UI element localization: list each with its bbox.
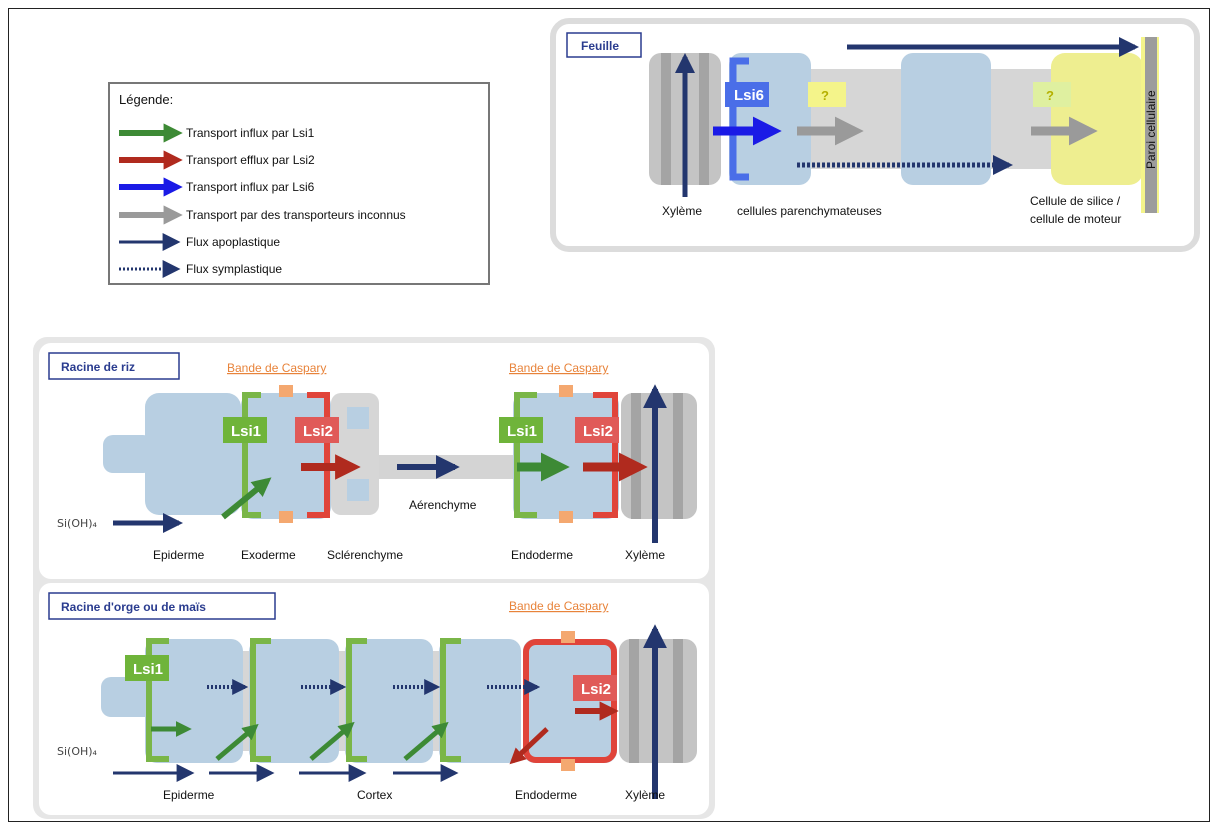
barley-cortex-label: Cortex bbox=[357, 788, 392, 802]
rice-endoderme-label: Endoderme bbox=[511, 548, 573, 562]
barley-caspary-band-top bbox=[561, 631, 575, 643]
barley-lsi1-badge bbox=[125, 655, 169, 681]
barley-lsi2-label: Lsi2 bbox=[581, 681, 611, 698]
leaf-panel: Lsi6 ? ? Paroi cellulaire Feuille Xylème… bbox=[550, 18, 1200, 252]
barley-caspary-band-bottom bbox=[561, 759, 575, 771]
unknown-transporter-label-2: ? bbox=[1046, 88, 1054, 103]
barley-epiderme-label: Epiderme bbox=[163, 788, 215, 802]
barley-title: Racine d'orge ou de maïs bbox=[61, 600, 206, 614]
legend-label-apoplastic: Flux apoplastique bbox=[186, 235, 280, 249]
barley-lsi2-efflux-arrow-1 bbox=[509, 727, 549, 765]
barley-lsi1-label: Lsi1 bbox=[133, 661, 163, 678]
rice-caspary-label-1: Bande de Caspary bbox=[227, 361, 326, 375]
barley-sioh4-label: Si(OH)₄ bbox=[57, 745, 98, 758]
figure-frame: Légende: Transport influx par Lsi1 Trans… bbox=[8, 8, 1210, 822]
cell-wall bbox=[1145, 37, 1157, 213]
leaf-title: Feuille bbox=[581, 39, 619, 53]
rice-exoderme-label: Exoderme bbox=[241, 548, 296, 562]
transport-diagram: Légende: Transport influx par Lsi1 Trans… bbox=[33, 18, 1200, 819]
rice-caspary-band-1-top bbox=[279, 385, 293, 397]
legend-label-lsi6: Transport influx par Lsi6 bbox=[186, 180, 315, 194]
legend-label-unknown: Transport par des transporteurs inconnus bbox=[186, 208, 406, 222]
unknown-transporter-badge-1 bbox=[808, 82, 846, 107]
rice-caspary-label-2: Bande de Caspary bbox=[509, 361, 608, 375]
leaf-parenchyma-cell-2 bbox=[901, 53, 991, 185]
rice-exodermis-cell bbox=[241, 393, 331, 519]
legend: Légende: Transport influx par Lsi1 Trans… bbox=[108, 82, 490, 285]
leaf-silica-cell bbox=[1051, 53, 1143, 185]
barley-cortex-cell-2 bbox=[345, 639, 433, 763]
unknown-transporter-label-1: ? bbox=[821, 88, 829, 103]
barley-xyleme-label: Xylème bbox=[625, 788, 665, 802]
rice-lsi2-label-1: Lsi2 bbox=[303, 423, 333, 440]
legend-label-lsi1: Transport influx par Lsi1 bbox=[186, 126, 315, 140]
unknown-transporter-badge-2 bbox=[1033, 82, 1071, 107]
rice-sioh4-label: Si(OH)₄ bbox=[57, 517, 98, 530]
legend-label-symplastic: Flux symplastique bbox=[186, 262, 282, 276]
rice-lsi1-label-1: Lsi1 bbox=[231, 423, 261, 440]
leaf-silica-label-line2: cellule de moteur bbox=[1030, 212, 1121, 226]
leaf-xylem-label: Xylème bbox=[662, 204, 702, 218]
rice-lsi2-badge-1 bbox=[295, 417, 339, 443]
rice-root-hair bbox=[103, 435, 153, 473]
rice-root-panel: Lsi1 Lsi2 Lsi1 Lsi2 Racine de riz Bande … bbox=[39, 343, 709, 579]
barley-title-box bbox=[48, 592, 276, 620]
rice-sclerenchyme-label: Sclérenchyme bbox=[327, 548, 403, 562]
rice-endodermis-cell bbox=[513, 393, 619, 519]
rice-lsi1-badge-1 bbox=[223, 417, 267, 443]
rice-epiderme-label: Epiderme bbox=[153, 548, 205, 562]
rice-lsi1-label-2: Lsi1 bbox=[507, 423, 537, 440]
rice-title-box bbox=[48, 352, 180, 380]
leaf-silica-label-line1: Cellule de silice / bbox=[1030, 194, 1121, 208]
barley-lsi2-badge bbox=[573, 675, 617, 701]
barley-lsi1-influx-arrow-3 bbox=[309, 721, 355, 761]
cell-wall-label: Paroi cellulaire bbox=[1144, 90, 1158, 169]
rice-lsi1-influx-arrow-1 bbox=[221, 477, 272, 520]
barley-epidermis-cell bbox=[145, 639, 243, 763]
barley-endoderme-label: Endoderme bbox=[515, 788, 577, 802]
barley-cortex-cell-3 bbox=[439, 639, 521, 763]
rice-lsi2-badge-2 bbox=[575, 417, 619, 443]
rice-lsi2-label-2: Lsi2 bbox=[583, 423, 613, 440]
rice-title: Racine de riz bbox=[61, 360, 135, 374]
lsi6-label: Lsi6 bbox=[734, 87, 764, 104]
rice-lsi1-badge-2 bbox=[499, 417, 543, 443]
barley-caspary-label: Bande de Caspary bbox=[509, 599, 608, 613]
lsi6-badge bbox=[725, 82, 769, 107]
leaf-title-box bbox=[566, 32, 642, 58]
barley-root-hair bbox=[101, 677, 157, 717]
barley-cortex-cell-1 bbox=[249, 639, 339, 763]
rice-aerenchyme-label: Aérenchyme bbox=[409, 498, 477, 512]
legend-title: Légende: bbox=[119, 92, 173, 107]
rice-epidermis-cell bbox=[145, 393, 241, 515]
barley-lsi1-influx-arrow-2 bbox=[215, 723, 259, 761]
rice-caspary-band-1-bottom bbox=[279, 511, 293, 523]
rice-caspary-band-2-bottom bbox=[559, 511, 573, 523]
barley-root-panel: Lsi1 Lsi2 Racine d'orge ou de maïs Bande… bbox=[39, 583, 709, 815]
leaf-parenchyma-label: cellules parenchymateuses bbox=[737, 204, 882, 218]
rice-xyleme-label: Xylème bbox=[625, 548, 665, 562]
rice-caspary-band-2-top bbox=[559, 385, 573, 397]
legend-label-lsi2: Transport efflux par Lsi2 bbox=[186, 153, 315, 167]
barley-lsi1-influx-arrow-4 bbox=[403, 721, 449, 761]
